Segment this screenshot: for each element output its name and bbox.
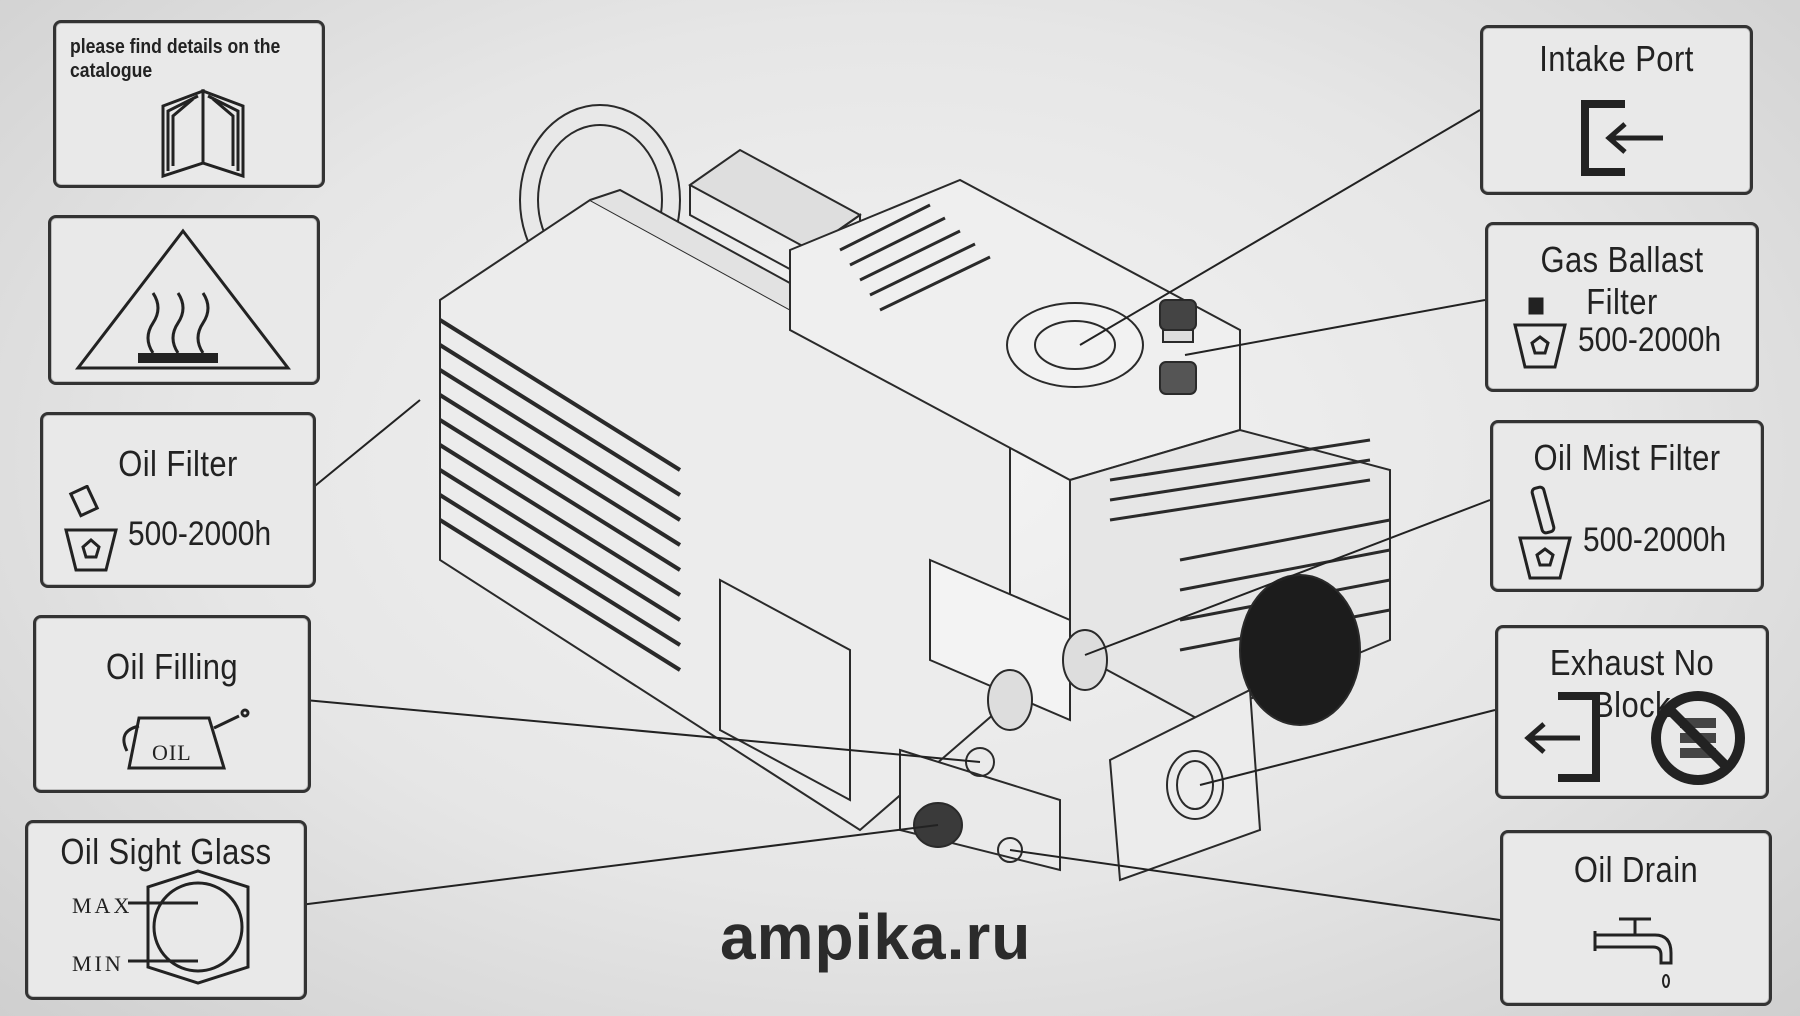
sight-glass-icon — [128, 869, 250, 985]
book-icon — [161, 88, 245, 179]
oil-mist-filter-interval: 500-2000h — [1583, 521, 1727, 559]
exhaust-arrow-icon — [1524, 692, 1600, 782]
oil-mist-filter-title: Oil Mist Filter — [1533, 437, 1721, 478]
catalogue-note: please find details on the catalogue — [70, 36, 281, 82]
oil-filter-panel: Oil Filter 500-2000h — [40, 412, 316, 588]
gas-ballast-icon — [1513, 297, 1567, 369]
oil-filling-title: Oil Filling — [105, 646, 239, 687]
oil-mist-filter-icon — [1518, 485, 1572, 580]
oil-mist-filter-panel: Oil Mist Filter 500-2000h — [1490, 420, 1764, 592]
exhaust-title: Exhaust No Block — [1549, 642, 1715, 725]
watermark: ampika.ru — [720, 901, 1032, 973]
gas-ballast-title: Gas Ballast Filter — [1540, 239, 1704, 322]
exhaust-panel: Exhaust No Block — [1495, 625, 1769, 799]
intake-port-panel: Intake Port — [1480, 25, 1753, 195]
intake-port-title: Intake Port — [1539, 38, 1694, 79]
oil-drain-panel: Oil Drain — [1500, 830, 1772, 1006]
sight-glass-min-label: MIN — [72, 951, 124, 976]
hot-surface-panel — [48, 215, 320, 385]
oil-can-label: OIL — [152, 740, 192, 765]
oil-filter-interval: 500-2000h — [128, 515, 272, 553]
oil-filter-title: Oil Filter — [118, 443, 238, 484]
oil-filling-panel: Oil Filling OIL — [33, 615, 311, 793]
sight-glass-max-label: MAX — [72, 893, 133, 918]
gas-ballast-interval: 500-2000h — [1578, 321, 1722, 359]
tap-icon — [1593, 917, 1673, 988]
oil-drain-title: Oil Drain — [1573, 849, 1699, 890]
oil-sight-glass-title: Oil Sight Glass — [60, 831, 272, 872]
no-block-icon — [1651, 691, 1745, 785]
hot-surface-warning-icon — [74, 228, 292, 370]
oil-sight-glass-panel: Oil Sight Glass MAX MIN — [25, 820, 307, 1000]
gas-ballast-panel: Gas Ballast Filter 500-2000h — [1485, 222, 1759, 392]
oil-filter-icon — [64, 485, 118, 572]
oil-can-icon — [122, 708, 250, 770]
intake-arrow-icon — [1581, 100, 1663, 176]
catalogue-panel: please find details on the catalogue — [53, 20, 325, 188]
